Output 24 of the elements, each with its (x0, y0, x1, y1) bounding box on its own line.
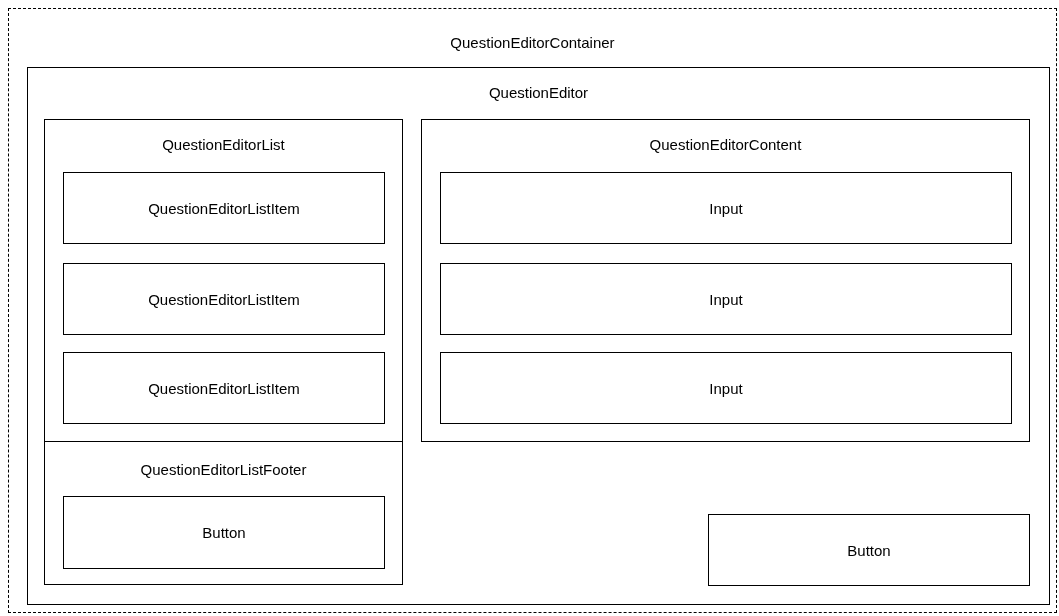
component-label: QuestionEditorListItem (148, 379, 300, 397)
container-label: QuestionEditorContent (649, 136, 802, 153)
component-box (63, 352, 385, 424)
container-label: QuestionEditorListFooter (140, 461, 307, 478)
component-label: Input (709, 290, 743, 308)
container-box (421, 119, 1030, 442)
component-box (440, 172, 1012, 244)
component-label: Input (709, 379, 743, 397)
container-label: QuestionEditorContainer (450, 34, 615, 51)
component-label: Input (709, 199, 743, 217)
component-label: Button (202, 524, 246, 541)
container-box (44, 441, 403, 585)
component-label: Button (847, 541, 891, 559)
component-label: QuestionEditorListItem (148, 199, 300, 217)
container-box (44, 119, 403, 442)
component-label: QuestionEditorListItem (148, 290, 300, 308)
container-label: QuestionEditorList (162, 136, 285, 153)
component-box (440, 352, 1012, 424)
container-label: QuestionEditor (488, 84, 589, 101)
component-box (63, 263, 385, 335)
component-box (440, 263, 1012, 335)
component-box (63, 172, 385, 244)
component-box (63, 496, 385, 569)
component-box (708, 514, 1030, 586)
